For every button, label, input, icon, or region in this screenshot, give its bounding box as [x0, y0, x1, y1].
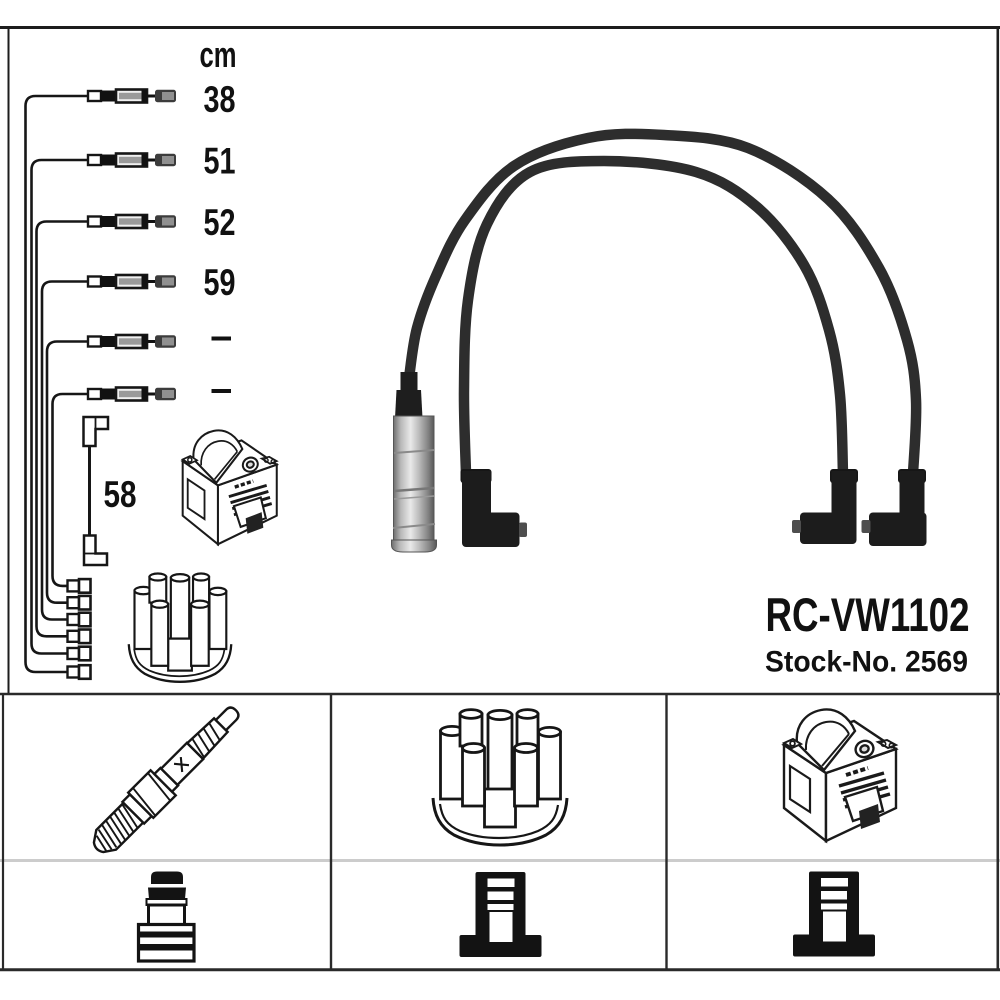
svg-text:52: 52: [204, 202, 236, 243]
svg-text:Stock-No. 2569: Stock-No. 2569: [765, 646, 968, 679]
svg-text:58: 58: [104, 474, 137, 515]
svg-text:cm: cm: [200, 34, 237, 75]
svg-text:38: 38: [204, 79, 236, 120]
svg-text:51: 51: [204, 141, 236, 182]
svg-text:RC-VW1102: RC-VW1102: [766, 588, 970, 641]
svg-text:59: 59: [204, 262, 236, 303]
